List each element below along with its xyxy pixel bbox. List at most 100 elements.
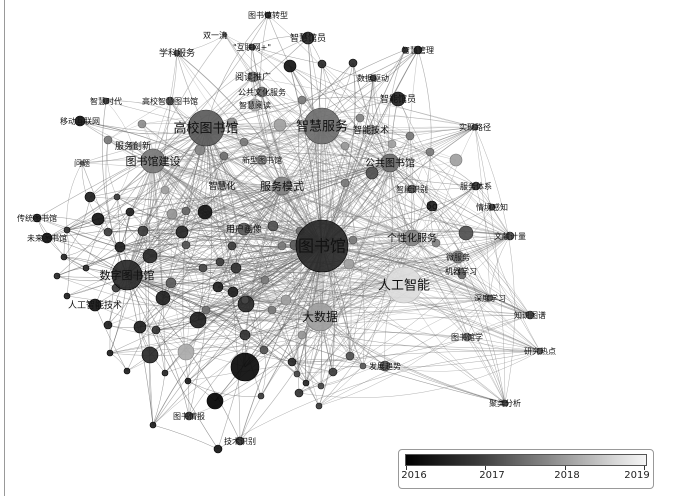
network-edge	[188, 316, 321, 417]
network-edge	[89, 125, 323, 198]
keyword-node	[365, 124, 377, 136]
keyword-node-unlabeled	[181, 240, 191, 250]
keyword-node-unlabeled	[151, 325, 161, 335]
keyword-node-unlabeled	[123, 367, 131, 375]
network-edge	[66, 235, 511, 307]
network-edge	[152, 160, 164, 299]
network-edge	[126, 274, 287, 302]
keyword-node-unlabeled	[267, 220, 279, 232]
legend-year-label: 2016	[401, 470, 427, 481]
network-edge	[152, 160, 166, 374]
network-edge	[126, 274, 334, 373]
year-legend: 2016 2017 2018 2019	[398, 449, 654, 489]
network-edge	[152, 424, 219, 450]
network-edge	[142, 220, 413, 239]
network-edge	[152, 49, 419, 162]
keyword-label: 图书馆	[298, 237, 346, 256]
keyword-node-unlabeled	[197, 204, 213, 220]
keyword-node	[451, 250, 465, 264]
network-edge	[320, 162, 391, 387]
network-edge	[126, 91, 263, 276]
network-edge	[221, 185, 541, 352]
network-edge	[152, 14, 269, 162]
network-edge	[63, 256, 117, 289]
keyword-node-unlabeled	[345, 351, 355, 361]
keyword-label: 服务体系	[460, 181, 492, 191]
keyword-node-unlabeled	[227, 241, 237, 251]
keyword-node-unlabeled	[53, 272, 61, 280]
keyword-node	[256, 86, 268, 98]
keyword-node-unlabeled	[113, 193, 121, 201]
keyword-label: 智慧时代	[90, 96, 122, 106]
network-edge	[410, 151, 431, 239]
legend-year-label: 2018	[554, 470, 580, 481]
network-edge	[185, 244, 207, 311]
keyword-label: 服务创新	[115, 140, 151, 152]
keyword-label: 深度学习	[474, 293, 506, 303]
keyword-label: 智慧管理	[402, 45, 434, 55]
keyword-node-unlabeled	[215, 257, 225, 267]
keyword-node-unlabeled	[240, 295, 250, 305]
keyword-node-unlabeled	[189, 311, 207, 329]
network-edge	[221, 185, 491, 299]
network-edge	[321, 63, 374, 79]
network-edge	[141, 110, 476, 128]
keyword-label: 实现路径	[459, 122, 491, 132]
keyword-label: 阅读推广	[235, 71, 271, 83]
keyword-node	[88, 298, 102, 312]
network-edge	[126, 49, 406, 276]
network-edge	[223, 126, 476, 157]
network-edge	[188, 237, 413, 417]
network-edge	[109, 352, 128, 372]
keyword-label: 聚类分析	[489, 398, 521, 408]
legend-tick	[485, 466, 486, 470]
network-edge	[126, 274, 307, 384]
keyword-label: 智能馆员	[380, 93, 416, 105]
keyword-label: 智能识别	[396, 184, 428, 194]
network-edge	[141, 123, 391, 164]
keyword-label: 人工智能技术	[68, 299, 122, 311]
network-edge	[319, 185, 477, 318]
network-edge	[185, 235, 511, 353]
keyword-node	[248, 98, 262, 112]
network-edge	[371, 172, 511, 237]
network-edge	[119, 162, 391, 248]
keyword-node	[486, 294, 494, 302]
keyword-node-unlabeled	[277, 241, 287, 251]
network-edge	[129, 211, 321, 318]
keyword-node	[426, 200, 438, 212]
network-edge	[298, 235, 511, 394]
network-edge	[94, 304, 128, 372]
network-edge	[489, 235, 511, 299]
network-edge	[318, 297, 491, 407]
keyword-label: 服务模式	[260, 180, 304, 193]
network-edge	[352, 62, 372, 131]
keyword-node-unlabeled	[287, 357, 297, 367]
keyword-node-unlabeled	[227, 286, 239, 298]
network-edge	[431, 205, 491, 299]
network-edge	[231, 122, 391, 165]
network-edge	[152, 372, 166, 426]
keyword-node-unlabeled	[137, 225, 149, 237]
network-edge	[152, 160, 265, 351]
keyword-label: "互联网+"	[233, 43, 271, 52]
keyword-node	[471, 181, 481, 191]
keyword-node-unlabeled	[165, 277, 177, 289]
network-edge	[291, 314, 531, 363]
network-edge	[258, 185, 283, 351]
network-edge	[384, 350, 541, 372]
network-edge	[224, 34, 506, 404]
network-edge	[85, 211, 131, 269]
keyword-node	[256, 154, 268, 166]
network-edge	[474, 126, 491, 299]
network-edge	[155, 235, 511, 331]
keyword-node-unlabeled	[259, 345, 269, 355]
keyword-node	[301, 31, 315, 45]
network-edge	[319, 49, 419, 318]
keyword-node-unlabeled	[317, 59, 327, 69]
keyword-node-unlabeled	[201, 305, 211, 315]
keyword-node	[488, 203, 496, 211]
keyword-node-unlabeled	[106, 349, 114, 357]
keyword-node-unlabeled	[348, 235, 358, 245]
keyword-node	[379, 360, 391, 372]
